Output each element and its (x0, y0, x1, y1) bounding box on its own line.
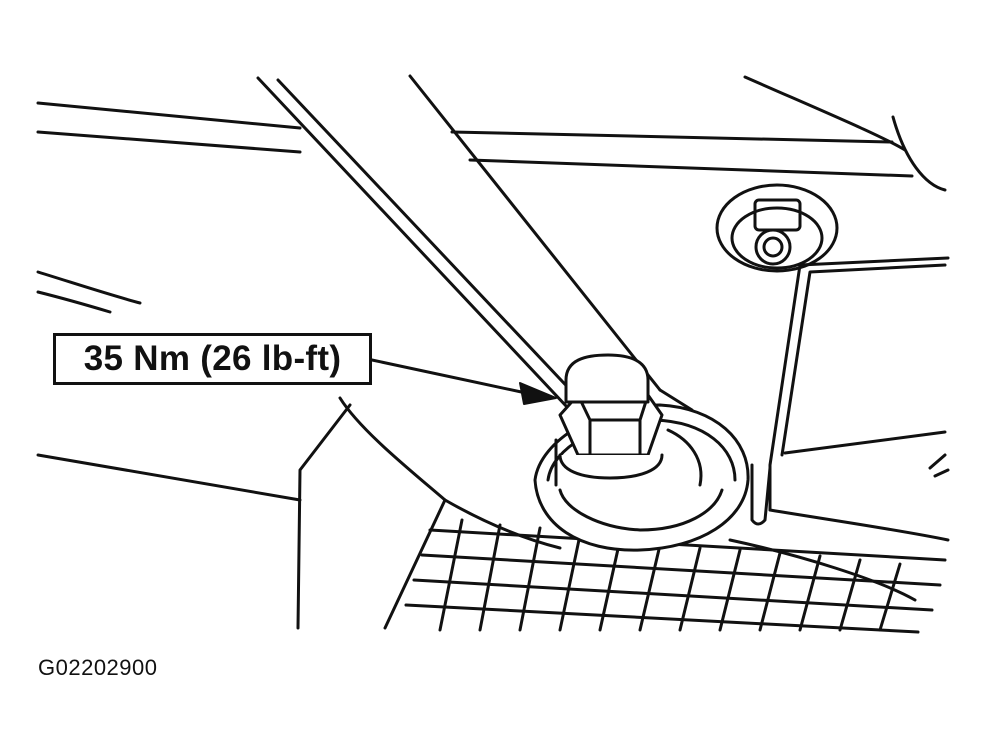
body-panel-lines (36, 75, 947, 502)
suspension-arm (256, 74, 694, 442)
bolt-mount-icon (715, 183, 839, 273)
torque-spec-label: 35 Nm (26 lb-ft) (53, 333, 372, 385)
figure-id: G02202900 (38, 655, 158, 680)
crossmember-mesh (404, 518, 947, 634)
hex-nut-icon (554, 353, 703, 487)
side-panel (750, 256, 950, 542)
callout-leader-arrow (370, 358, 557, 405)
subframe-crossmember (296, 396, 917, 630)
